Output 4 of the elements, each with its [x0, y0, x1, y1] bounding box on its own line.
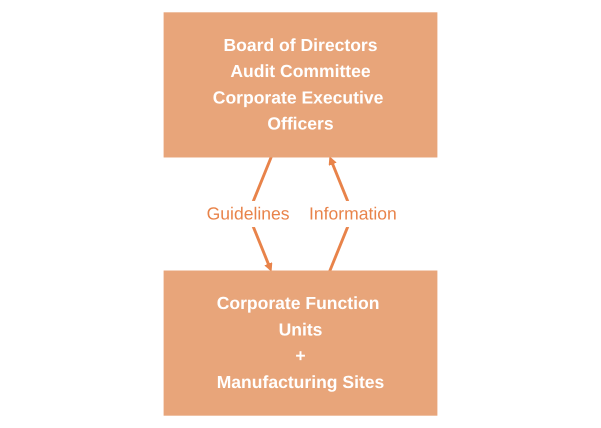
node-box: Corporate Function Units + Manufacturing Sites	[164, 270, 438, 416]
node-box: Board of Directors Audit Committee Corporate Executive Officers	[164, 12, 438, 158]
edge-label: Guidelines	[206, 204, 290, 224]
edge-label: Information	[309, 204, 397, 224]
